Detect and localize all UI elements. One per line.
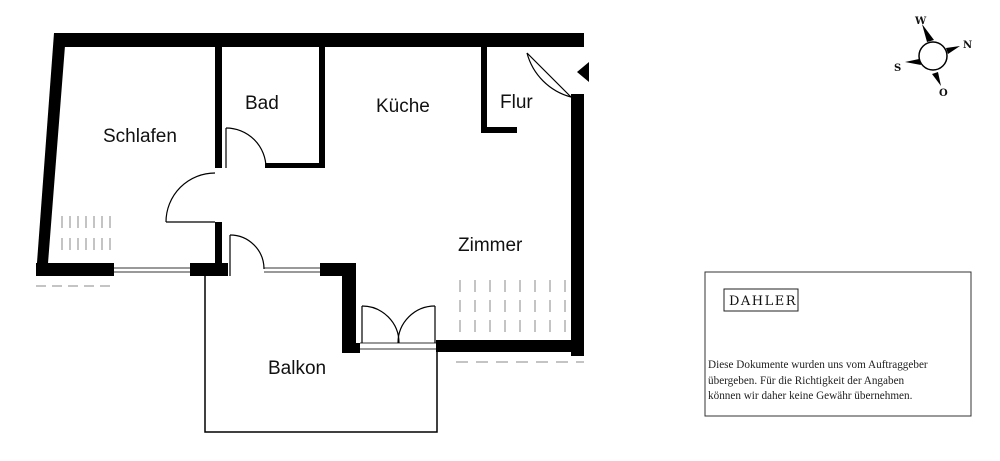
entrance-arrow-icon (577, 62, 589, 82)
balcony-outline (204, 276, 438, 433)
disclaimer-line-3: können wir daher keine Gewähr übernehmen… (708, 390, 913, 402)
wall-left (36, 33, 66, 276)
wall-right (571, 94, 584, 356)
doors (165, 52, 572, 344)
compass-label-s: S (894, 63, 901, 74)
wall-balcony-stub (342, 343, 360, 353)
wall-bath-bottom (265, 163, 325, 168)
compass-icon: W N S O (894, 16, 972, 99)
windows (114, 267, 436, 350)
radiator-zimmer (456, 280, 584, 363)
room-label-bad: Bad (245, 93, 279, 114)
wall-bath-right (319, 45, 325, 167)
compass-label-o: O (939, 88, 948, 99)
room-label-schlafen: Schlafen (103, 126, 177, 147)
disclaimer-line-1: Diese Dokumente wurden uns vom Auftragge… (708, 359, 928, 371)
radiator-bedroom (36, 216, 116, 287)
dahler-logo: DAHLER (723, 288, 799, 312)
room-label-balkon: Balkon (268, 358, 326, 379)
info-box (704, 271, 972, 417)
wall-bottom-pillar (190, 263, 228, 276)
compass-label-w: W (914, 16, 927, 27)
walls (36, 33, 584, 356)
wall-flur-vertical (481, 45, 487, 133)
room-label-kueche: Küche (376, 96, 430, 117)
wall-bottom-right (436, 340, 584, 352)
disclaimer-line-2: übergeben. Für die Richtigkeit der Angab… (708, 374, 905, 387)
wall-bottom-left (36, 263, 114, 276)
wall-balcony-vertical (342, 263, 356, 353)
room-label-zimmer: Zimmer (458, 235, 523, 256)
compass-label-n: N (963, 40, 972, 51)
logo-text: DAHLER (729, 294, 797, 309)
disclaimer-text: Diese Dokumente wurden uns vom Auftragge… (708, 358, 970, 405)
wall-bedroom-lower (215, 222, 222, 276)
room-label-flur: Flur (500, 92, 533, 113)
wall-flur-horizontal (481, 127, 517, 133)
wall-top (54, 33, 584, 47)
wall-bedroom-upper (215, 45, 222, 168)
